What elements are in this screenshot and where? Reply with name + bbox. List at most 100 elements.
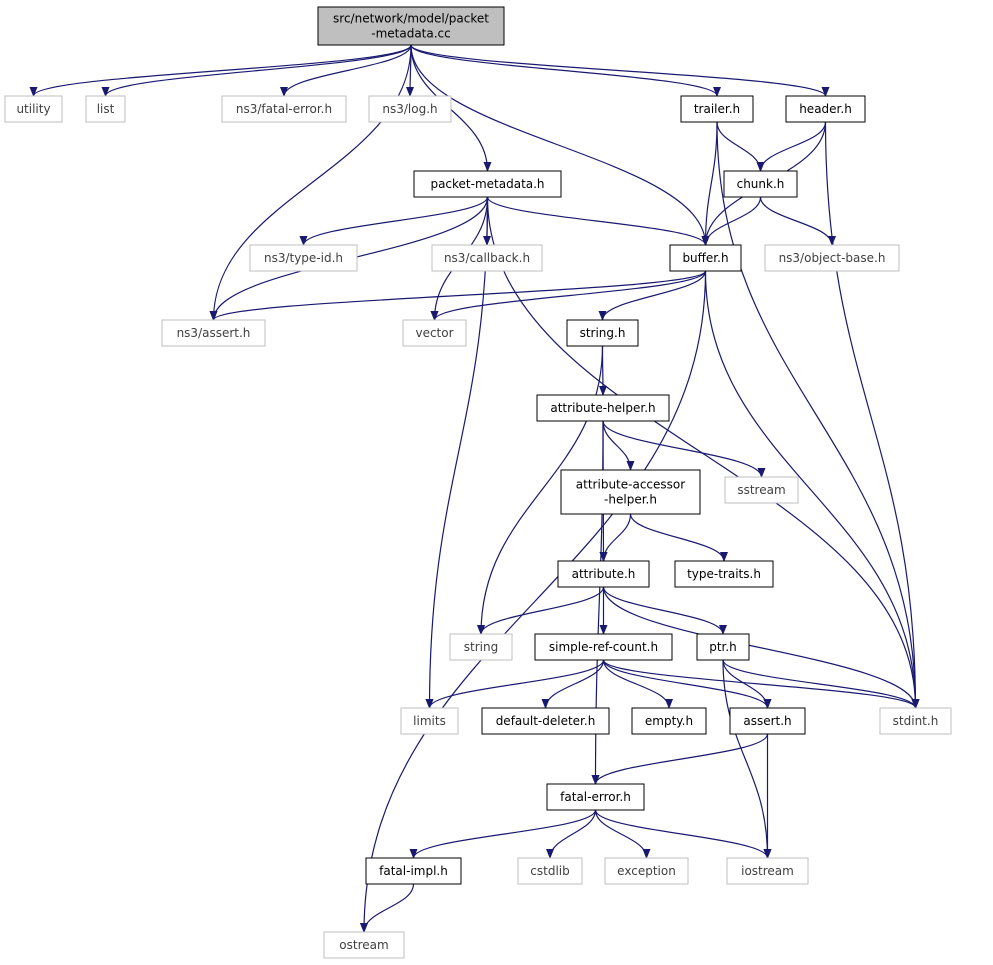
node-label-string: string <box>464 640 498 654</box>
node-simpleref[interactable]: simple-ref-count.h <box>534 633 673 661</box>
node-label-attribute: attribute.h <box>572 567 636 581</box>
edge-pktmeta-to-ns3typeid <box>299 196 489 246</box>
node-label-buffer: buffer.h <box>682 251 728 265</box>
node-label-assert: assert.h <box>743 714 791 728</box>
edge-root-to-buffer <box>410 44 710 246</box>
node-box-sstream <box>724 476 799 504</box>
edge-buffer-to-stringh <box>598 270 707 321</box>
edge-assert-to-fatalerror <box>591 733 769 785</box>
node-box-ns3log <box>368 95 452 123</box>
node-chunk[interactable]: chunk.h <box>723 170 798 198</box>
node-box-vector <box>402 319 467 347</box>
node-label-ptr: ptr.h <box>709 640 737 654</box>
node-box-attrhelper <box>536 394 670 422</box>
node-box-ns3objbase <box>764 244 900 272</box>
edge-trailer-to-stdint <box>716 121 920 709</box>
node-box-header <box>785 95 866 123</box>
node-label-limits: limits <box>413 714 446 728</box>
node-stringh[interactable]: string.h <box>566 319 639 347</box>
edge-attribute-to-ptr <box>602 586 727 635</box>
edge-header-to-chunk <box>756 121 827 172</box>
edge-attribute-to-string <box>477 586 605 635</box>
node-attracc[interactable]: attribute-accessor-helper.h <box>560 469 701 515</box>
node-label-stdint: stdint.h <box>893 714 939 728</box>
node-label-root: src/network/model/packet <box>333 12 489 26</box>
node-box-ns3assert <box>161 319 266 347</box>
node-label-attrhelper: attribute-helper.h <box>550 401 655 415</box>
node-buffer[interactable]: buffer.h <box>669 244 742 272</box>
node-box-iostream <box>726 857 809 885</box>
node-box-cstdlib <box>517 857 583 885</box>
node-box-typetraits <box>674 560 774 588</box>
node-attribute[interactable]: attribute.h <box>557 560 650 588</box>
node-box-string <box>449 633 513 661</box>
node-fatalimpl[interactable]: fatal-impl.h <box>365 857 462 885</box>
node-header[interactable]: header.h <box>785 95 866 123</box>
node-ns3assert: ns3/assert.h <box>161 319 266 347</box>
node-box-ptr <box>696 633 750 661</box>
node-defdel[interactable]: default-deleter.h <box>481 707 610 735</box>
node-assert[interactable]: assert.h <box>729 707 806 735</box>
node-label-exception: exception <box>617 864 676 878</box>
node-box-assert <box>729 707 806 735</box>
node-pktmeta[interactable]: packet-metadata.h <box>413 170 562 198</box>
edge-trailer-to-buffer <box>701 121 718 246</box>
node-string: string <box>449 633 513 661</box>
node-typetraits[interactable]: type-traits.h <box>674 560 774 588</box>
node-label-simpleref: simple-ref-count.h <box>549 640 658 654</box>
edge-fatalerror-to-iostream <box>594 809 772 859</box>
node-label-ns3log: ns3/log.h <box>382 102 437 116</box>
node-empty[interactable]: empty.h <box>631 707 707 735</box>
node-box-ostream <box>323 931 405 959</box>
node-list: list <box>85 95 126 123</box>
edge-pktmeta-to-limits <box>425 196 489 709</box>
edge-stringh-to-string <box>477 345 604 635</box>
edge-fatalerror-to-cstdlib <box>546 809 597 859</box>
node-box-defdel <box>481 707 610 735</box>
edge-attrhelper-to-attracc <box>602 420 635 471</box>
edge-simpleref-to-defdel <box>541 659 605 709</box>
edge-simpleref-to-limits <box>425 659 605 709</box>
node-fatalerror[interactable]: fatal-error.h <box>546 783 645 811</box>
node-box-utility <box>4 95 63 123</box>
node-label-defdel: default-deleter.h <box>496 714 596 728</box>
edge-header-to-stdint <box>824 121 920 709</box>
node-label-pktmeta: packet-metadata.h <box>430 177 544 191</box>
node-trailer[interactable]: trailer.h <box>680 95 754 123</box>
node-root[interactable]: src/network/model/packet-metadata.cc <box>317 6 505 46</box>
node-label-ns3assert: ns3/assert.h <box>177 326 251 340</box>
node-label-cstdlib: cstdlib <box>530 864 569 878</box>
node-stdint: stdint.h <box>879 707 952 735</box>
edge-chunk-to-ns3objbase <box>759 196 836 246</box>
edge-attribute-to-stdint <box>602 586 920 709</box>
node-ns3objbase: ns3/object-base.h <box>764 244 900 272</box>
node-box-stdint <box>879 707 952 735</box>
node-label-fatalimpl: fatal-impl.h <box>379 864 448 878</box>
edge-root-to-ns3assert <box>209 44 412 321</box>
node-box-stringh <box>566 319 639 347</box>
node-utility: utility <box>4 95 63 123</box>
edge-root-to-utility <box>29 44 412 97</box>
node-box-fatalimpl <box>365 857 462 885</box>
node-label-stringh: string.h <box>580 326 626 340</box>
node-label-empty: empty.h <box>645 714 693 728</box>
node-box-chunk <box>723 170 798 198</box>
node-label-fatalerror: fatal-error.h <box>560 790 631 804</box>
node-label-ns3fatal: ns3/fatal-error.h <box>236 102 332 116</box>
edge-buffer-to-stdint <box>704 270 920 709</box>
node-label-root: -metadata.cc <box>371 27 451 41</box>
edge-root-to-ns3fatal <box>280 44 412 97</box>
nodes-layer: src/network/model/packet-metadata.cc util… <box>4 6 952 959</box>
edge-root-to-header <box>410 44 830 97</box>
edge-attracc-to-attribute <box>599 513 632 562</box>
node-label-attracc: -helper.h <box>604 493 657 507</box>
node-box-attribute <box>557 560 650 588</box>
edge-buffer-to-vector <box>430 270 707 321</box>
node-box-attracc <box>560 469 701 515</box>
edge-buffer-to-ostream <box>360 270 707 933</box>
node-label-list: list <box>97 102 115 116</box>
edge-ptr-to-iostream <box>722 659 772 859</box>
node-attrhelper[interactable]: attribute-helper.h <box>536 394 670 422</box>
node-label-typetraits: type-traits.h <box>687 567 761 581</box>
node-ptr[interactable]: ptr.h <box>696 633 750 661</box>
